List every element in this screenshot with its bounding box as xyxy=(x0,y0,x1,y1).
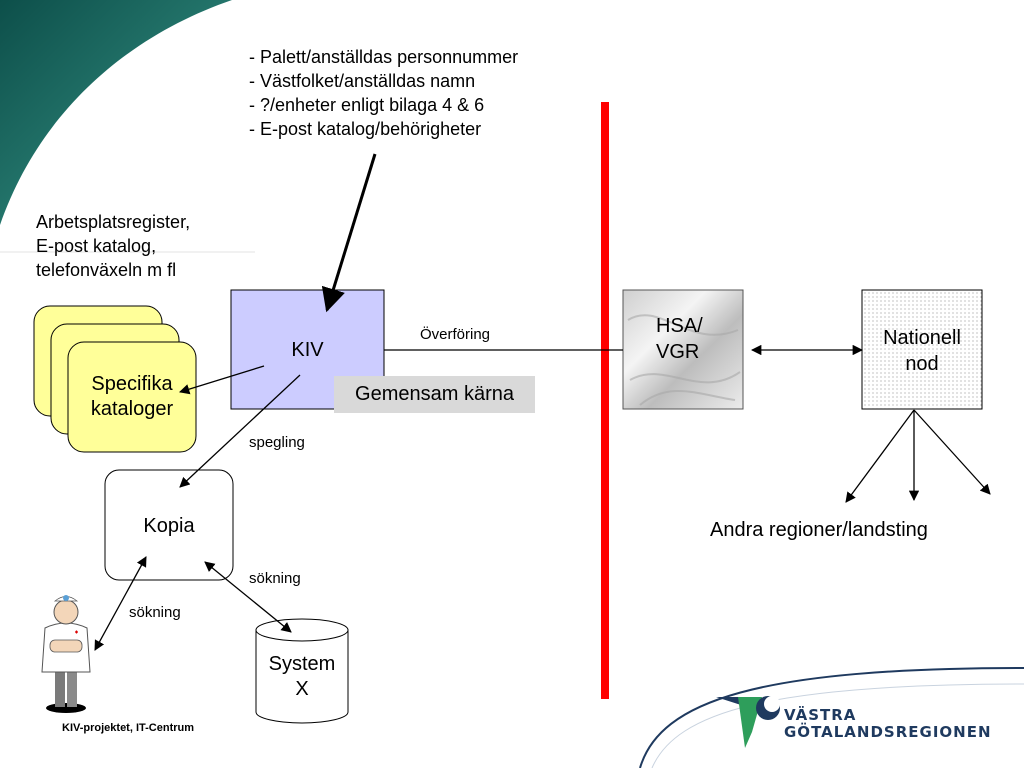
kiv-label: KIV xyxy=(291,339,324,361)
input-note: - E-post katalog/behörigheter xyxy=(249,119,482,139)
nationell-region-arrow-right xyxy=(913,409,991,495)
gemensam-karna-label: Gemensam kärna xyxy=(334,376,535,413)
kiv-to-catalog-arrow xyxy=(179,365,265,395)
footer-text: KIV-projektet, IT-Centrum xyxy=(62,722,195,734)
input-notes-list: - Palett/anställdas personnummer - Västf… xyxy=(249,45,518,141)
source-note-line: Arbetsplatsregister, xyxy=(36,212,191,232)
notes-to-kiv-arrow xyxy=(321,153,377,313)
corner-swoosh xyxy=(0,0,232,225)
other-regions-label: Andra regioner/landsting xyxy=(710,519,928,541)
source-note-line: E-post katalog, xyxy=(36,236,157,256)
source-note-line: telefonväxeln m fl xyxy=(36,260,177,280)
system-x-label: System X xyxy=(268,653,336,700)
specifika-label: Specifika kataloger xyxy=(90,373,174,420)
nationell-region-arrow-left xyxy=(845,409,915,503)
system-x-cylinder xyxy=(255,630,349,724)
input-note: - Palett/anställdas personnummer xyxy=(249,47,519,67)
catalog-box-front xyxy=(67,341,197,453)
overforing-label: Överföring xyxy=(420,326,491,343)
user-kopia-arrow xyxy=(94,556,147,651)
source-note: Arbetsplatsregister, E-post katalog, tel… xyxy=(36,210,190,282)
kopia-box xyxy=(104,469,234,581)
input-note: - Västfolket/anställdas namn xyxy=(249,71,476,91)
hsa-label: HSA/ VGR xyxy=(656,315,703,363)
kopia-systemx-arrow xyxy=(204,561,292,633)
nationell-box xyxy=(861,289,983,410)
organization-boundary xyxy=(601,102,609,699)
kiv-to-kopia-arrow xyxy=(179,374,301,488)
vastra-gotalandsregionen-logo-icon xyxy=(716,696,780,748)
doctor-icon xyxy=(41,595,91,713)
nationell-label: Nationell nod xyxy=(883,327,961,375)
spegling-label: spegling xyxy=(249,434,305,451)
input-note: - ?/enheter enligt bilaga 4 & 6 xyxy=(249,95,485,115)
hsa-marble-veins xyxy=(627,314,741,406)
sokning-database-label: sökning xyxy=(249,570,301,587)
system-x-cylinder-top xyxy=(255,618,349,642)
corner-arc xyxy=(639,667,1024,768)
kopia-label: Kopia xyxy=(143,515,195,537)
logo-line-2: GÖTALANDSREGIONEN xyxy=(784,723,992,741)
sokning-user-label: sökning xyxy=(129,604,181,621)
logo-line-1: VÄSTRA xyxy=(784,706,857,724)
